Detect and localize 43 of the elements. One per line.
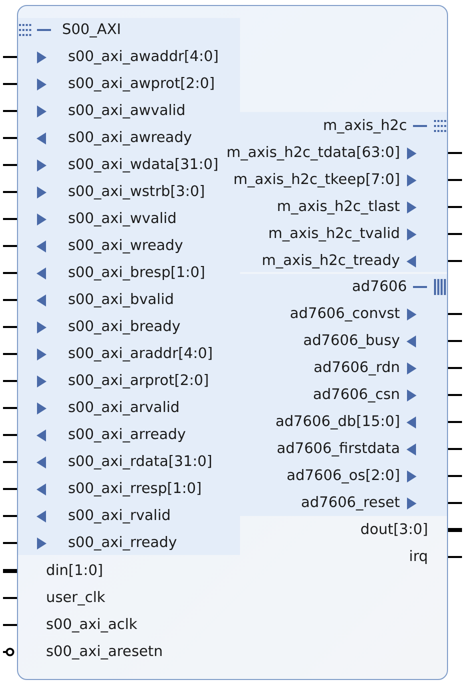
- port-label: m_axis_h2c_tvalid: [268, 225, 400, 243]
- pin-label: s00_axi_aclk: [46, 616, 138, 634]
- port-label: s00_axi_bvalid: [68, 291, 174, 309]
- port-label: ad7606_db[15:0]: [275, 413, 400, 431]
- pin-label: s00_axi_aresetn: [46, 643, 163, 661]
- port-label: ad7606_rdn: [314, 359, 400, 377]
- port-label: s00_axi_bready: [68, 318, 180, 336]
- port-label: s00_axi_wvalid: [68, 210, 177, 228]
- port-label: s00_axi_awready: [68, 129, 192, 147]
- port-label: ad7606_firstdata: [276, 440, 400, 458]
- port-label: s00_axi_rdata[31:0]: [68, 453, 212, 471]
- pin-label: user_clk: [46, 589, 106, 607]
- port-label: s00_axi_arready: [68, 426, 186, 444]
- port-label: s00_axi_arprot[2:0]: [68, 372, 209, 390]
- port-label: s00_axi_rresp[1:0]: [68, 480, 202, 498]
- port-label: s00_axi_wdata[31:0]: [68, 156, 218, 174]
- port-label: s00_axi_arvalid: [68, 399, 180, 417]
- port-label: ad7606_convst: [290, 305, 400, 323]
- interface-label: S00_AXI: [62, 21, 122, 39]
- pin-label: dout[3:0]: [360, 521, 428, 539]
- port-label: m_axis_h2c_tready: [262, 252, 400, 270]
- port-label: s00_axi_wstrb[3:0]: [68, 183, 205, 201]
- port-label: s00_axi_awprot[2:0]: [68, 75, 215, 93]
- ip-block: [17, 5, 448, 680]
- interface-band: [240, 274, 447, 516]
- port-label: s00_axi_araddr[4:0]: [68, 345, 213, 363]
- port-label: ad7606_csn: [313, 386, 400, 404]
- port-label: s00_axi_wready: [68, 237, 184, 255]
- port-label: m_axis_h2c_tkeep[7:0]: [233, 171, 400, 189]
- pin-label: irq: [409, 548, 428, 566]
- port-label: s00_axi_awaddr[4:0]: [68, 48, 219, 66]
- port-label: ad7606_reset: [301, 494, 400, 512]
- interface-label: ad7606: [352, 278, 407, 296]
- port-label: s00_axi_awvalid: [68, 102, 186, 120]
- port-label: m_axis_h2c_tlast: [276, 198, 400, 216]
- port-label: m_axis_h2c_tdata[63:0]: [226, 144, 400, 162]
- port-label: ad7606_busy: [303, 332, 400, 350]
- port-label: s00_axi_bresp[1:0]: [68, 264, 206, 282]
- port-label: ad7606_os[2:0]: [286, 467, 400, 485]
- port-label: s00_axi_rready: [68, 534, 177, 552]
- pin-label: din[1:0]: [46, 562, 104, 580]
- port-label: s00_axi_rvalid: [68, 507, 171, 525]
- interface-label: m_axis_h2c: [322, 117, 407, 135]
